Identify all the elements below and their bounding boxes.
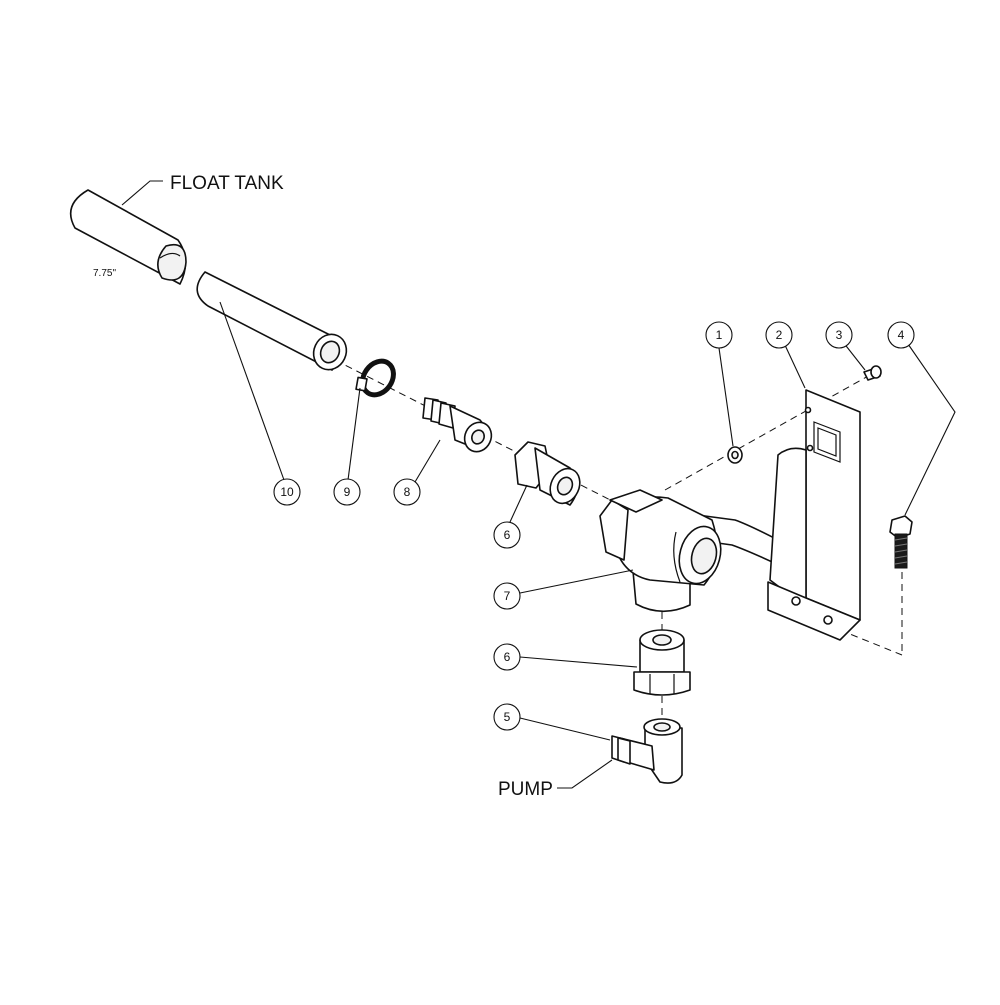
callout-2: 2 xyxy=(765,321,793,349)
callout-5: 5 xyxy=(493,703,521,731)
callout-1-number: 1 xyxy=(716,328,723,342)
callout-6-upper: 6 xyxy=(493,521,521,549)
screw-part-3 xyxy=(863,365,882,381)
float-tank-pipe xyxy=(69,189,187,285)
callout-4: 4 xyxy=(887,321,915,349)
callout-8: 8 xyxy=(393,478,421,506)
callout-5-number: 5 xyxy=(504,710,511,724)
callout-7: 7 xyxy=(493,582,521,610)
dimension-label: 7.75" xyxy=(93,268,116,279)
callout-6-lower: 6 xyxy=(493,643,521,671)
elbow-barb-part-5 xyxy=(611,718,683,784)
callout-10: 10 xyxy=(273,478,301,506)
hose-part-10 xyxy=(196,271,348,371)
callout-3: 3 xyxy=(825,321,853,349)
callout-9-number: 9 xyxy=(344,485,351,499)
hose-clamp-part-9 xyxy=(355,358,396,398)
hose-barb-part-8 xyxy=(422,397,493,453)
callout-9: 9 xyxy=(333,478,361,506)
hex-bolt-part-4 xyxy=(889,515,913,569)
callout-6-lower-number: 6 xyxy=(504,650,511,664)
callout-8-number: 8 xyxy=(404,485,411,499)
callout-7-number: 7 xyxy=(504,589,511,603)
hex-fitting-part-6-lower xyxy=(633,629,691,696)
mounting-bracket-part-2 xyxy=(767,389,861,641)
pump-label: PUMP xyxy=(498,779,553,800)
hex-fitting-part-6-upper xyxy=(514,441,581,506)
float-tank-label: FLOAT TANK xyxy=(170,173,284,194)
leader-lines xyxy=(121,180,956,789)
washer-part-1 xyxy=(727,446,743,464)
callout-6-upper-number: 6 xyxy=(504,528,511,542)
callout-4-number: 4 xyxy=(898,328,905,342)
callout-1: 1 xyxy=(705,321,733,349)
callout-10-number: 10 xyxy=(280,485,294,499)
callout-3-number: 3 xyxy=(836,328,843,342)
callout-2-number: 2 xyxy=(776,328,783,342)
